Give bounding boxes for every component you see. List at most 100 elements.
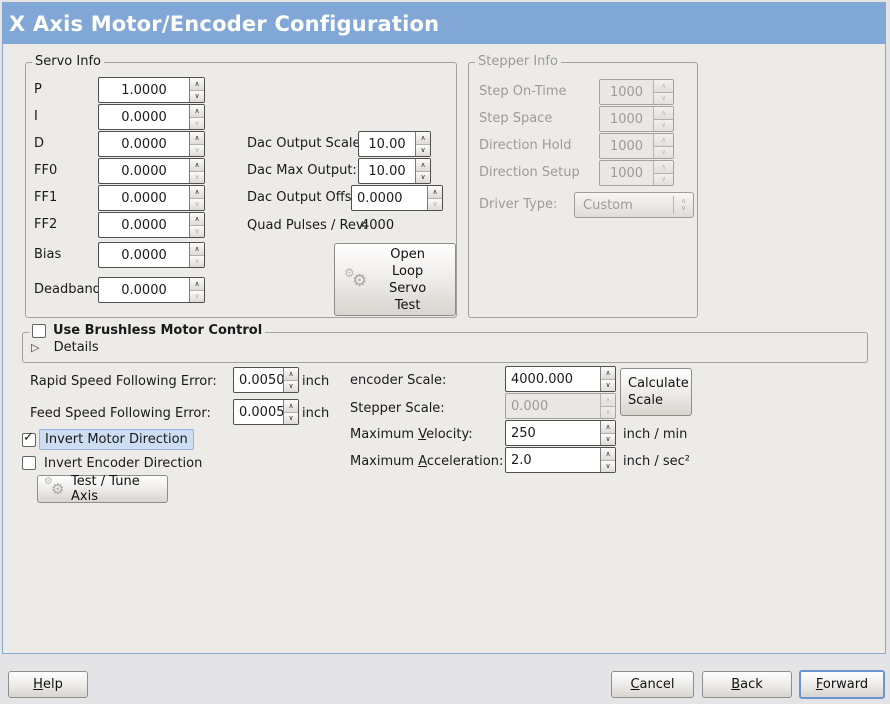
i-spinbox[interactable]: 0.0000 ∧ ∨ [98, 104, 205, 130]
max-velocity-spinbox[interactable]: 250 ∧ ∨ [505, 420, 616, 446]
ff0-spinbox[interactable]: 0.0000 ∧ ∨ [98, 158, 205, 184]
spin-up-icon[interactable]: ∧ [190, 278, 204, 291]
max-velocity-stepper[interactable]: ∧ ∨ [600, 421, 615, 445]
test-tune-axis-button[interactable]: ⚙ ⚙ Test / Tune Axis [37, 474, 168, 504]
ff2-stepper[interactable]: ∧ ∨ [189, 213, 204, 237]
forward-button[interactable]: Forward [799, 670, 885, 699]
bias-stepper[interactable]: ∧ ∨ [189, 243, 204, 267]
dac-max-spinbox[interactable]: 10.00 ∧ ∨ [358, 158, 431, 184]
spin-down-icon[interactable]: ∨ [601, 460, 615, 472]
spin-up-icon[interactable]: ∧ [190, 186, 204, 199]
i-value[interactable]: 0.0000 [121, 109, 167, 125]
help-button[interactable]: Help [8, 671, 88, 698]
feed-following-error-value[interactable]: 0.0005 [239, 404, 283, 420]
spin-down-icon[interactable]: ∨ [428, 198, 442, 210]
spin-up-icon[interactable]: ∧ [601, 448, 615, 461]
ff1-spinbox[interactable]: 0.0000 ∧ ∨ [98, 185, 205, 211]
deadband-stepper[interactable]: ∧ ∨ [189, 278, 204, 302]
p-spinbox[interactable]: 1.0000 ∧ ∨ [98, 77, 205, 103]
open-loop-servo-test-button[interactable]: ⚙ ⚙ Open Loop Servo Test [334, 243, 456, 316]
expander-arrow-icon[interactable]: ▷ [31, 341, 40, 354]
dac-scale-value[interactable]: 10.00 [368, 136, 406, 152]
use-brushless-label[interactable]: Use Brushless Motor Control [53, 323, 263, 338]
ff0-stepper[interactable]: ∧ ∨ [189, 159, 204, 183]
spin-down-icon: ∨ [654, 119, 673, 131]
spin-up-icon[interactable]: ∧ [190, 213, 204, 226]
max-velocity-value[interactable]: 250 [511, 425, 536, 441]
dac-max-stepper[interactable]: ∧ ∨ [415, 159, 430, 183]
spin-up-icon[interactable]: ∧ [190, 78, 204, 91]
page-title: X Axis Motor/Encoder Configuration [9, 11, 440, 36]
spin-up-icon[interactable]: ∧ [416, 132, 430, 145]
calculate-scale-button[interactable]: Calculate Scale [620, 368, 692, 416]
rapid-following-error-spinbox[interactable]: 0.0050 ∧ ∨ [233, 367, 299, 393]
details-label[interactable]: Details [53, 340, 99, 355]
d-spinbox[interactable]: 0.0000 ∧ ∨ [98, 131, 205, 157]
spin-down-icon[interactable]: ∨ [190, 290, 204, 302]
spin-up-icon[interactable]: ∧ [190, 159, 204, 172]
spin-down-icon[interactable]: ∨ [601, 379, 615, 391]
spin-down-icon[interactable]: ∨ [190, 144, 204, 156]
invert-encoder-checkbox[interactable] [22, 456, 36, 470]
spin-down-icon[interactable]: ∨ [284, 380, 298, 392]
dac-offset-value[interactable]: 0.0000 [357, 190, 403, 206]
deadband-value[interactable]: 0.0000 [121, 282, 167, 298]
rapid-following-error-stepper[interactable]: ∧ ∨ [283, 368, 298, 392]
invert-motor-checkbox[interactable]: ✓ [22, 430, 36, 447]
ff1-stepper[interactable]: ∧ ∨ [189, 186, 204, 210]
spin-up-icon: ∧ [654, 134, 673, 147]
spin-down-icon[interactable]: ∨ [416, 144, 430, 156]
dac-max-value[interactable]: 10.00 [368, 163, 406, 179]
invert-motor-label[interactable]: Invert Motor Direction [39, 429, 194, 450]
spin-down-icon[interactable]: ∨ [416, 171, 430, 183]
spin-down-icon[interactable]: ∨ [190, 171, 204, 183]
spin-up-icon[interactable]: ∧ [416, 159, 430, 172]
d-value[interactable]: 0.0000 [121, 136, 167, 152]
dac-scale-stepper[interactable]: ∧ ∨ [415, 132, 430, 156]
p-value[interactable]: 1.0000 [121, 82, 167, 98]
spin-up-icon[interactable]: ∧ [190, 132, 204, 145]
spin-down-icon[interactable]: ∨ [601, 433, 615, 445]
details-expander[interactable]: ▷ Details [31, 340, 99, 355]
max-acceleration-spinbox[interactable]: 2.0 ∧ ∨ [505, 447, 616, 473]
i-stepper[interactable]: ∧ ∨ [189, 105, 204, 129]
ff2-value[interactable]: 0.0000 [121, 217, 167, 233]
deadband-spinbox[interactable]: 0.0000 ∧ ∨ [98, 277, 205, 303]
spin-up-icon[interactable]: ∧ [601, 421, 615, 434]
dac-offset-spinbox[interactable]: 0.0000 ∧ ∨ [351, 185, 443, 211]
spin-up-icon[interactable]: ∧ [284, 368, 298, 381]
max-acceleration-stepper[interactable]: ∧ ∨ [600, 448, 615, 472]
max-acceleration-value[interactable]: 2.0 [511, 452, 532, 468]
feed-following-error-spinbox[interactable]: 0.0005 ∧ ∨ [233, 399, 299, 425]
dac-offset-stepper[interactable]: ∧ ∨ [427, 186, 442, 210]
spin-down-icon[interactable]: ∨ [190, 225, 204, 237]
invert-encoder-label[interactable]: Invert Encoder Direction [44, 456, 203, 471]
spin-down-icon[interactable]: ∨ [284, 412, 298, 424]
spin-up-icon[interactable]: ∧ [601, 367, 615, 380]
spin-down-icon[interactable]: ∨ [190, 117, 204, 129]
spin-up-icon[interactable]: ∧ [190, 105, 204, 118]
feed-following-error-stepper[interactable]: ∧ ∨ [283, 400, 298, 424]
encoder-scale-stepper[interactable]: ∧ ∨ [600, 367, 615, 391]
d-stepper[interactable]: ∧ ∨ [189, 132, 204, 156]
spin-down-icon[interactable]: ∨ [190, 90, 204, 102]
use-brushless-checkbox[interactable] [32, 323, 46, 338]
bias-value[interactable]: 0.0000 [121, 247, 167, 263]
spin-up-icon[interactable]: ∧ [428, 186, 442, 199]
p-stepper[interactable]: ∧ ∨ [189, 78, 204, 102]
dac-scale-spinbox[interactable]: 10.00 ∧ ∨ [358, 131, 431, 157]
encoder-scale-value[interactable]: 4000.000 [511, 371, 574, 387]
step-on-time-stepper: ∧ ∨ [653, 80, 673, 104]
ff2-spinbox[interactable]: 0.0000 ∧ ∨ [98, 212, 205, 238]
ff1-value[interactable]: 0.0000 [121, 190, 167, 206]
encoder-scale-spinbox[interactable]: 4000.000 ∧ ∨ [505, 366, 616, 392]
spin-down-icon[interactable]: ∨ [190, 198, 204, 210]
cancel-button[interactable]: Cancel [611, 671, 694, 698]
spin-down-icon[interactable]: ∨ [190, 255, 204, 267]
spin-up-icon[interactable]: ∧ [190, 243, 204, 256]
ff0-value[interactable]: 0.0000 [121, 163, 167, 179]
rapid-following-error-value[interactable]: 0.0050 [239, 372, 283, 388]
bias-spinbox[interactable]: 0.0000 ∧ ∨ [98, 242, 205, 268]
spin-up-icon[interactable]: ∧ [284, 400, 298, 413]
back-button[interactable]: Back [702, 671, 792, 698]
